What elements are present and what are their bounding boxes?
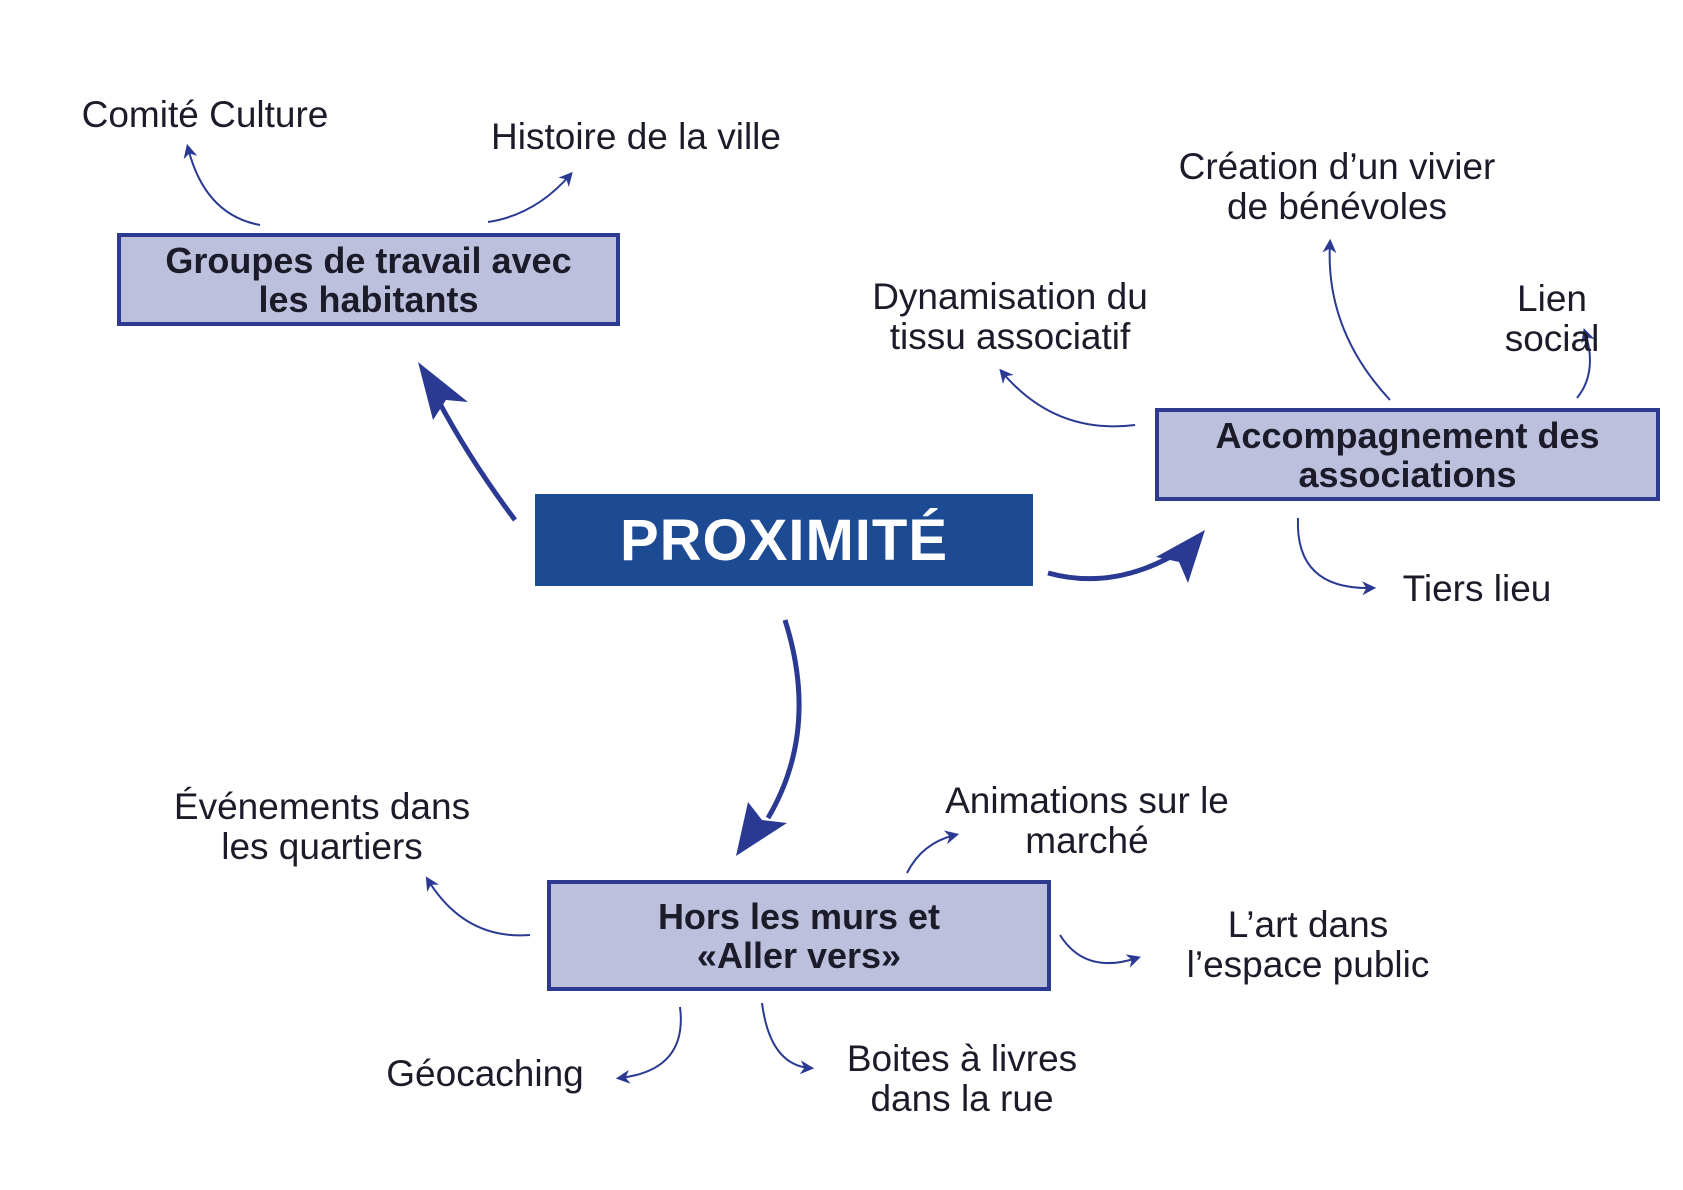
arrow-to-animations xyxy=(906,830,960,874)
center-label: PROXIMITÉ xyxy=(619,507,949,573)
label-geocaching: Géocaching xyxy=(386,1053,584,1094)
box-hors-les-murs: Hors les murs et «Aller vers» xyxy=(547,880,1051,991)
label-animations: Animations sur le marché xyxy=(945,780,1229,861)
label-dynamisation: Dynamisation du tissu associatif xyxy=(872,276,1148,357)
label-boites-livres: Boites à livres dans la rue xyxy=(846,1038,1078,1119)
arrow-to-histoire-ville xyxy=(487,171,573,223)
box-associations-label: Accompagnement des associations xyxy=(1215,414,1600,495)
label-histoire-ville: Histoire de la ville xyxy=(491,116,781,157)
label-comite-culture: Comité Culture xyxy=(81,94,329,135)
arrow-to-lien-social xyxy=(1576,328,1595,399)
label-tiers-lieu: Tiers lieu xyxy=(1402,568,1552,609)
arrow-to-art-espace xyxy=(1059,934,1141,968)
arrow-to-comite-culture xyxy=(183,143,261,226)
arrow-to-evenements xyxy=(425,876,531,937)
arrow-to-geocaching xyxy=(615,1006,682,1084)
label-evenements: Événements dans les quartiers xyxy=(173,786,471,867)
center-node: PROXIMITÉ xyxy=(535,494,1033,586)
box-groupes-label: Groupes de travail avec les habitants xyxy=(165,239,572,320)
label-creation-vivier: Création d’un vivier de bénévoles xyxy=(1178,146,1496,227)
arrow-to-dynamisation xyxy=(999,368,1136,428)
arrow-to-tiers-lieu xyxy=(1296,517,1377,596)
label-art-espace: L’art dans l’espace public xyxy=(1186,904,1430,985)
box-hors-murs-label: Hors les murs et «Aller vers» xyxy=(657,895,941,976)
arrow-to-creation-vivier xyxy=(1322,238,1391,401)
box-groupes-travail: Groupes de travail avec les habitants xyxy=(117,233,620,326)
main-arrow-to-associations xyxy=(1047,530,1205,583)
arrow-to-boites-livres xyxy=(761,1002,815,1075)
box-accompagnement-associations: Accompagnement des associations xyxy=(1155,408,1660,501)
main-arrow-to-hors-murs xyxy=(736,619,802,856)
label-lien-social: Lien social xyxy=(1504,278,1600,359)
main-arrow-to-groupes xyxy=(418,362,518,522)
